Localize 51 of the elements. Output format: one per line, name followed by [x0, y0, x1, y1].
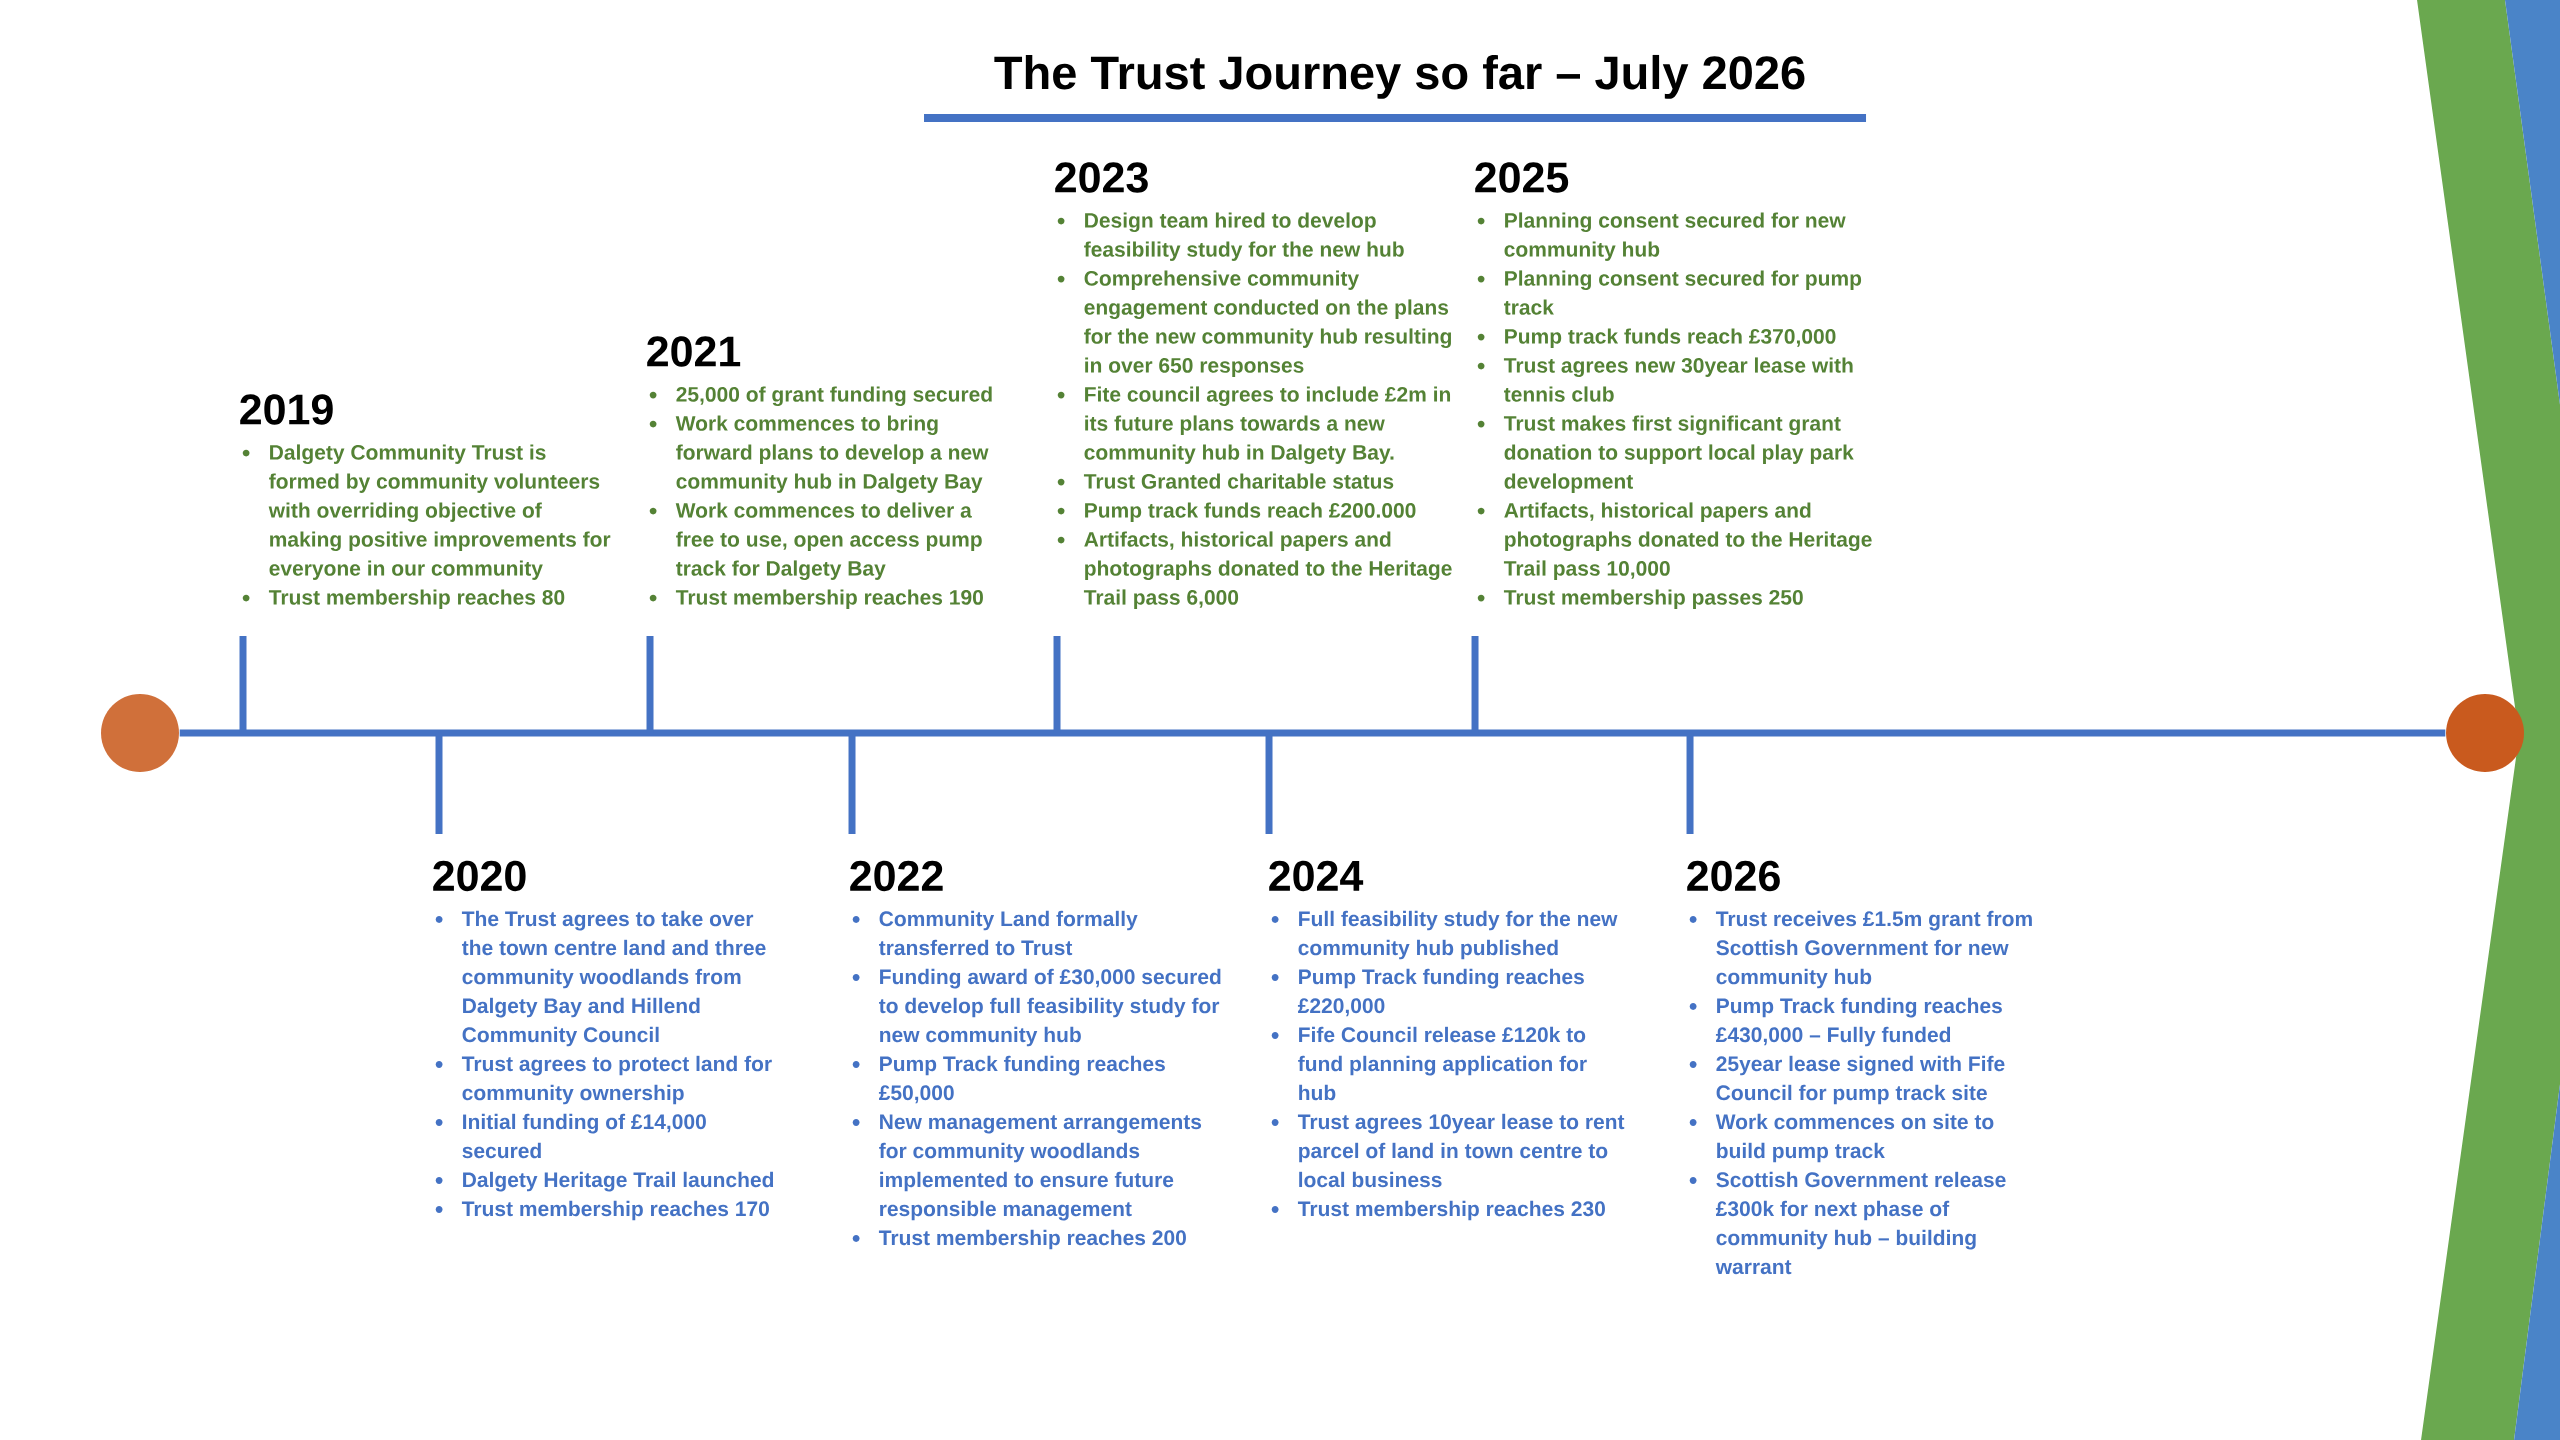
bullet-text: Planning consent secured for new community hub: [1504, 212, 1846, 261]
bullet-text: 25year lease signed with Fife Council for pump track site: [1716, 1055, 2005, 1105]
bullet-text: Planning consent secured for pump track: [1504, 270, 1862, 315]
bullet-text: Trust membership passes 250: [1503, 589, 1803, 609]
bullet-text: Trust Granted charitable status: [1083, 473, 1394, 489]
bullet-text: Pump track funds reach £370,000: [1505, 328, 1836, 348]
year-heading: 2025: [1475, 162, 1569, 193]
bullet-text: Dalgety Community Trust is formed by community volunteers with overriding objective of making positive improvements for everyone in our community: [268, 444, 611, 580]
bullet-text: Comprehensive community engagement conducted on the plans for the new community hub resulting in over 650 responses: [1084, 270, 1451, 377]
bullet-text: Scottish Government release £300k for next phase of community hub – building warrant: [1715, 1171, 2006, 1275]
year-heading: 2024: [1269, 860, 1364, 892]
bullet-text: The Trust agrees to take over the town centre land and three community woodlands from Dalgety Bay and Hillend Community Council: [461, 910, 766, 1047]
bullet-text: Pump track funds reach £200.000: [1085, 502, 1416, 522]
bullet-text: Trust receives £1.5m grant from Scottish Government for new community hub: [1715, 910, 2032, 989]
bullet-text: Dalgety Heritage Trail launched: [463, 1171, 774, 1192]
bullet-text: Trust agrees new 30year lease with tennis club: [1503, 357, 1853, 402]
bullet-text: Fite council agrees to include £2m in its future plans towards a new community hub in Dalgety Bay.: [1084, 386, 1451, 465]
bullet-text: Trust membership reaches 230: [1297, 1200, 1605, 1221]
bullet-text: Artifacts, historical papers and photographs donated to the Heritage Trail pass 6,000: [1083, 531, 1452, 609]
timeline-end-dot: [2446, 694, 2524, 772]
bullet-text: Initial funding of £14,000 secured: [462, 1113, 706, 1159]
bullet-text: Pump Track funding reaches £50,000: [878, 1055, 1165, 1104]
year-heading: 2023: [1055, 162, 1148, 193]
year-heading: 2022: [850, 860, 943, 892]
bullet-text: New management arrangements for community woodlands implemented to ensure future responsible management: [879, 1114, 1202, 1221]
bullet-text: Trust membership reaches 190: [675, 589, 983, 609]
bullet-text: Pump Track funding reaches £430,000 – Fully funded: [1715, 997, 2002, 1047]
bullet-text: Fife Council release £120k to fund planning application for hub: [1298, 1026, 1587, 1101]
bullet-text: Trust membership reaches 170: [461, 1200, 769, 1221]
timeline: [179, 729, 2446, 737]
bullet-text: Funding award of £30,000 secured to develop full feasibility study for new community hub: [879, 968, 1221, 1047]
year-heading: 2026: [1687, 860, 1780, 892]
bullet-text: Trust membership reaches 80: [268, 589, 565, 609]
bullet-text: Work commences on site to build pump track: [1715, 1113, 1994, 1163]
year-heading: 2021: [647, 336, 741, 367]
year-heading: 2019: [240, 394, 333, 425]
bullet-text: Trust membership reaches 200: [878, 1229, 1186, 1250]
bullet-text: Design team hired to develop feasibility study for the new hub: [1084, 212, 1404, 261]
title: The Trust Journey so far – July 2026: [994, 54, 1805, 99]
bullet-text: Full feasibility study for the new community hub published: [1298, 910, 1618, 960]
bullet-text: 25,000 of grant funding secured: [676, 386, 992, 407]
bullet-text: Trust makes first significant grant donation to support local play park development: [1503, 415, 1854, 493]
timeline-end-dot: [101, 694, 179, 772]
bullet-text: Work commences to bring forward plans to develop a new community hub in Dalgety Bay: [675, 415, 989, 494]
bullet-text: Trust agrees 10year lease to rent parcel of land in town centre to local business: [1297, 1113, 1625, 1188]
bullet-text: Trust agrees to protect land for community ownership: [461, 1055, 772, 1105]
bullet-text: Community Land formally transferred to Trust: [879, 910, 1138, 956]
bullet-text: Artifacts, historical papers and photographs donated to the Heritage Trail pass 10,000: [1503, 502, 1872, 580]
bullet-text: Pump Track funding reaches £220,000: [1297, 968, 1584, 1017]
bullet-text: Work commences to deliver a free to use, open access pump track for Dalgety Bay: [675, 502, 982, 581]
year-heading: 2020: [433, 860, 526, 892]
